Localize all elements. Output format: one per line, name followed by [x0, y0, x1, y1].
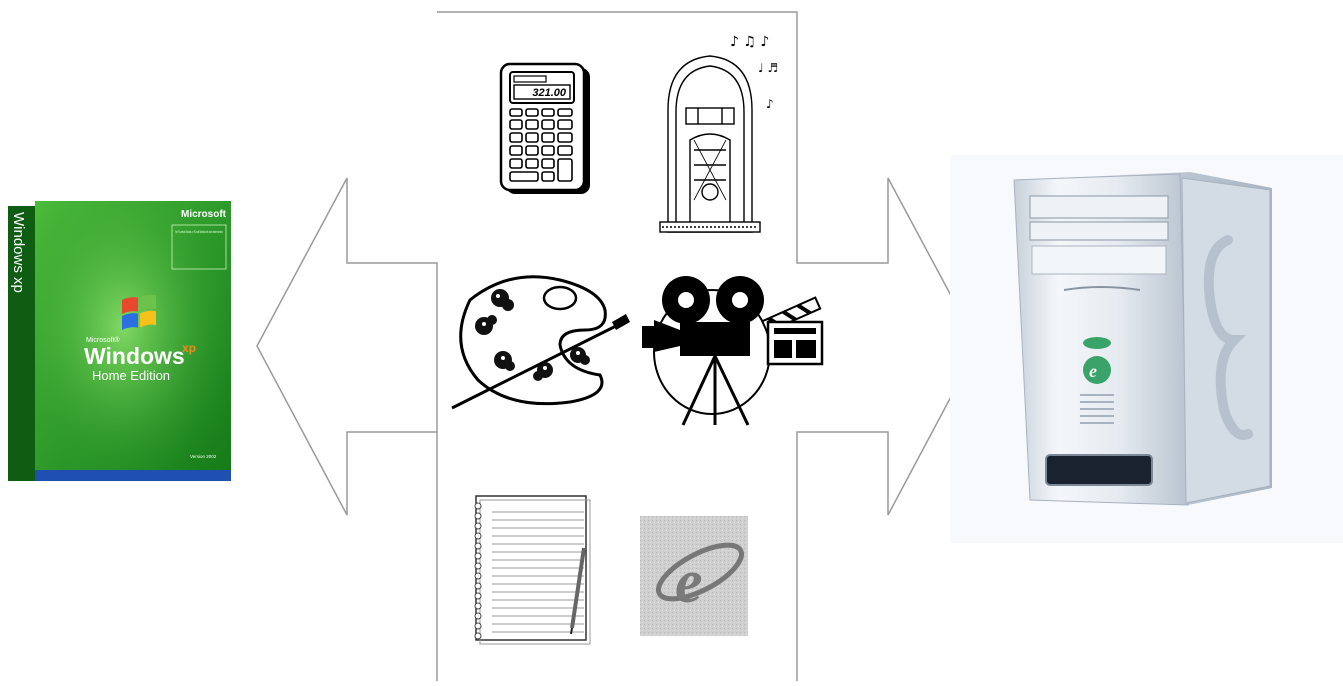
internet-explorer-icon: e [640, 516, 749, 636]
svg-text:♪: ♪ [766, 97, 774, 111]
windows-xp-box: Microsoft For PCs without Windows, or PC… [8, 201, 231, 481]
calculator-icon: 321.00 [501, 64, 590, 194]
version-text: Version 2002 [190, 454, 217, 459]
fine-print: For PCs without Windows, or PCs with Win… [175, 229, 223, 234]
svg-text:e: e [675, 548, 703, 616]
svg-text:♪ ♫ ♪: ♪ ♫ ♪ [730, 34, 769, 50]
clapperboard-icon [762, 298, 822, 364]
box-spine-text: Windows xp [10, 212, 27, 293]
svg-text:♩ ♬: ♩ ♬ [758, 61, 778, 75]
notepad-icon [475, 496, 590, 644]
double-arrow-outline [257, 12, 978, 681]
microsoft-brand: Microsoft [181, 209, 227, 220]
product-superscript: xp [182, 341, 196, 355]
paint-palette-icon [452, 277, 630, 408]
movie-camera-icon [642, 276, 770, 425]
product-title: Windows [84, 343, 185, 369]
svg-text:e: e [1089, 361, 1097, 381]
pc-tower-icon: e [950, 155, 1343, 543]
product-edition: Home Edition [92, 368, 170, 383]
calculator-display: 321.00 [532, 87, 567, 99]
jukebox-icon: ♪ ♫ ♪ ♩ ♬ ♪ [660, 34, 778, 232]
